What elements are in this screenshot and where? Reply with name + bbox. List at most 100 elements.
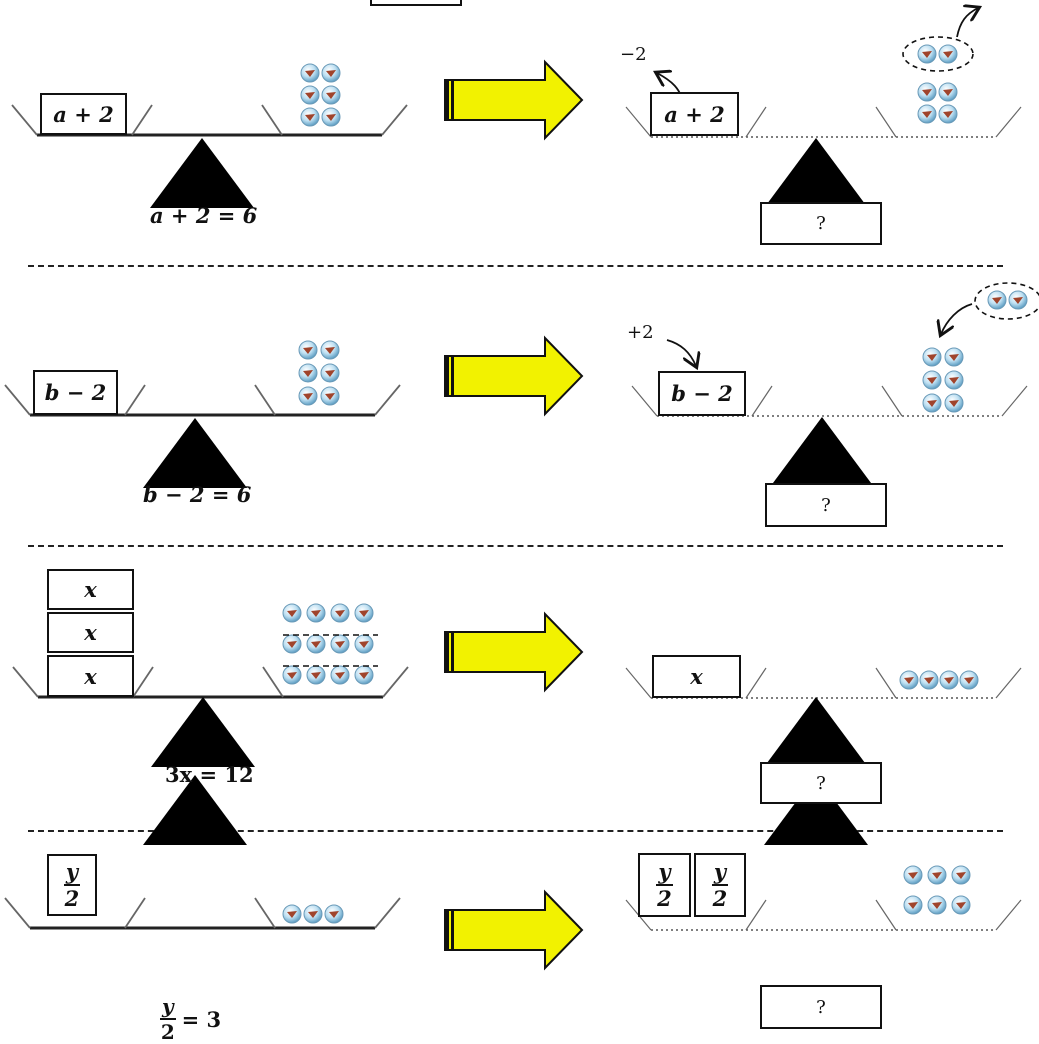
remove-coins-arrow xyxy=(956,8,978,38)
coin-icon xyxy=(939,670,959,690)
row3-right-variable-box: x xyxy=(652,655,741,698)
coin-icon xyxy=(927,895,947,915)
top-box-fragment xyxy=(370,0,462,6)
coin-icon xyxy=(922,393,942,413)
coin-icon xyxy=(300,85,320,105)
coin-icon xyxy=(321,85,341,105)
coin-icon xyxy=(944,370,964,390)
row2-equation: b − 2 = 6 xyxy=(143,482,252,507)
coin-icon xyxy=(922,347,942,367)
yellow-transform-arrow xyxy=(444,335,584,417)
fulcrum-triangle xyxy=(150,138,254,208)
coin-icon xyxy=(917,44,937,64)
add-coins-arrow xyxy=(941,303,973,334)
coin-icon xyxy=(944,393,964,413)
row3-equation: 3x = 12 xyxy=(165,762,254,787)
coin-icon xyxy=(903,865,923,885)
coin-icon xyxy=(306,634,326,654)
coin-icon xyxy=(927,865,947,885)
coin-icon xyxy=(298,363,318,383)
row2-answer-box: ? xyxy=(765,483,887,527)
section-divider xyxy=(28,830,1003,832)
balance-scale-dotted xyxy=(625,667,1022,699)
coin-icon xyxy=(330,603,350,623)
section-divider xyxy=(28,265,1003,267)
coin-icon xyxy=(938,82,958,102)
coin-icon xyxy=(282,665,302,685)
row2-plus-note: +2 xyxy=(627,322,654,343)
coin-icon xyxy=(303,904,323,924)
row1-left-variable-box: a + 2 xyxy=(40,93,127,135)
fulcrum-triangle xyxy=(764,697,868,767)
coin-icon xyxy=(320,363,340,383)
coin-icon xyxy=(282,634,302,654)
coin-groups xyxy=(282,44,1028,924)
coin-icon xyxy=(298,386,318,406)
row4-answer-box: ? xyxy=(760,985,882,1029)
coin-icon xyxy=(938,44,958,64)
added-coins-ellipse xyxy=(974,282,1039,320)
coin-icon xyxy=(938,104,958,124)
coin-icon xyxy=(321,107,341,127)
row1-minus-note: −2 xyxy=(620,44,647,65)
coin-icon xyxy=(987,290,1007,310)
coin-icon xyxy=(282,603,302,623)
coin-icon xyxy=(919,670,939,690)
balance-scale xyxy=(4,897,401,930)
fulcrum-triangle xyxy=(143,418,247,488)
removed-coins-ellipse xyxy=(902,36,974,72)
coin-icon xyxy=(354,603,374,623)
fulcrum-triangle xyxy=(764,138,868,208)
coin-icon xyxy=(944,347,964,367)
row3-stack-box-middle: x xyxy=(47,612,134,653)
coin-icon xyxy=(922,370,942,390)
coin-icon xyxy=(330,634,350,654)
coin-icon xyxy=(951,865,971,885)
coin-icon xyxy=(306,665,326,685)
coin-icon xyxy=(321,63,341,83)
coin-icon xyxy=(300,63,320,83)
coin-icon xyxy=(320,386,340,406)
yellow-transform-arrow xyxy=(444,59,584,141)
coin-icon xyxy=(354,634,374,654)
fulcrum-triangle xyxy=(770,417,874,487)
row2-left-variable-box: b − 2 xyxy=(33,370,118,415)
yellow-transform-arrow xyxy=(444,611,584,693)
coin-icon xyxy=(324,904,344,924)
row3-stack-box-bottom: x xyxy=(47,655,134,697)
coin-icon xyxy=(959,670,979,690)
row1-answer-box: ? xyxy=(760,202,882,245)
balance-scale xyxy=(4,384,401,417)
yellow-arrows xyxy=(444,59,584,971)
coin-icon xyxy=(330,665,350,685)
balance-scale-dotted xyxy=(625,106,1022,138)
row1-equation: a + 2 = 6 xyxy=(150,203,258,228)
coin-icon xyxy=(903,895,923,915)
fulcrum-triangle xyxy=(151,697,255,767)
balance-scale-dotted xyxy=(631,385,1028,417)
coin-icon xyxy=(899,670,919,690)
plus-two-arrow xyxy=(666,339,696,366)
row1-right-variable-box: a + 2 xyxy=(650,92,739,136)
coin-icon xyxy=(951,895,971,915)
coin-icon xyxy=(282,904,302,924)
coin-icon xyxy=(320,340,340,360)
row2-right-variable-box: b − 2 xyxy=(658,371,746,416)
yellow-transform-arrow xyxy=(444,889,584,971)
row3-answer-box: ? xyxy=(760,762,882,804)
coin-icon xyxy=(306,603,326,623)
coin-icon xyxy=(1008,290,1028,310)
coin-icon xyxy=(354,665,374,685)
balance-scale xyxy=(11,104,408,137)
coin-icon xyxy=(917,104,937,124)
fulcrum-triangle xyxy=(143,775,247,845)
coin-icon xyxy=(300,107,320,127)
coin-icon xyxy=(917,82,937,102)
row3-stack-box-top: x xyxy=(47,569,134,610)
coin-icon xyxy=(298,340,318,360)
